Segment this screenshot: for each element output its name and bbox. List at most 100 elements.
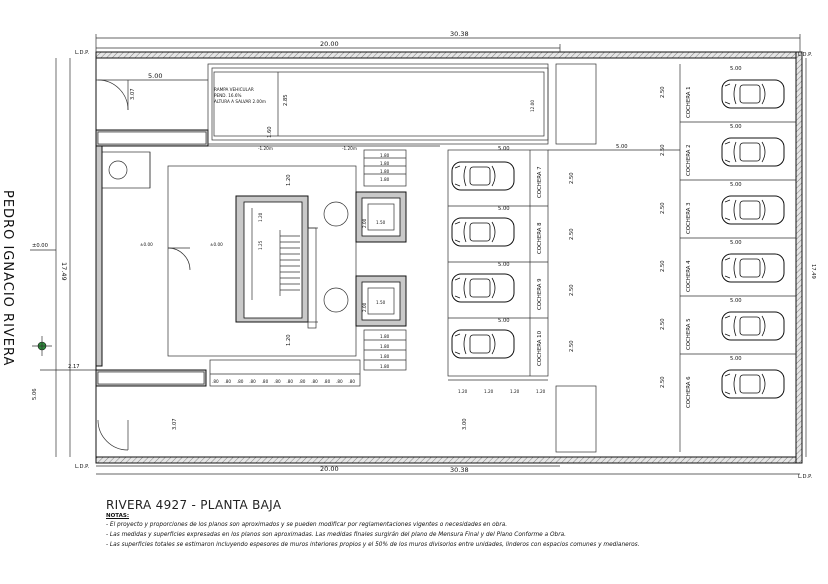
car-icon <box>721 79 785 109</box>
dim-bottom-d: 1.20 <box>536 389 546 394</box>
level-lobby: ±0.00 <box>210 242 223 247</box>
dim-300: 3.00 <box>462 418 468 430</box>
dim-inner-top: 20.00 <box>320 40 339 48</box>
car-icon <box>721 369 785 399</box>
dim-500-c3: 5.00 <box>498 262 510 268</box>
lot-boundary <box>69 51 803 464</box>
dim-500-entrance: 5.00 <box>148 72 162 80</box>
locker-8: 1.80 <box>380 364 390 369</box>
dim-elev-h1: 2.00 <box>362 218 367 228</box>
entrance-upper: 5.00 3.07 <box>95 72 209 189</box>
garage-label: COCHERA 7 <box>537 166 543 198</box>
locker-dim: .80 <box>311 379 318 384</box>
dim-depth-right: 17.49 <box>810 264 816 279</box>
dim-120-core-top: 1.20 <box>286 174 292 186</box>
locker-dim: .80 <box>286 379 293 384</box>
street-name: PEDRO IGNACIO RIVERA <box>0 190 15 366</box>
locker-dim: .80 <box>249 379 256 384</box>
ldp-bottom-right: L.D.P. <box>798 474 813 480</box>
dim-inner-bottom: 20.00 <box>320 465 339 473</box>
elevators: 1.50 1.50 2.00 2.00 <box>355 191 407 327</box>
notes-list: - El proyecto y proporciones de los plan… <box>106 520 806 550</box>
top-dimensions: 30.38 20.00 L.D.P. L.D.P. <box>75 30 813 58</box>
locker-dim: .80 <box>212 379 219 384</box>
dim-160-ramp: 1.60 <box>267 126 273 138</box>
note-line: - Las medidas y superficies expresadas e… <box>106 532 567 538</box>
car-icon <box>721 195 785 225</box>
ldp-top-right: L.D.P. <box>798 52 813 58</box>
locker-dim: .80 <box>299 379 306 384</box>
garage-label: COCHERA 10 <box>537 330 543 366</box>
storage-lockers: 1.80 1.80 1.80 1.80 1.80 1.80 1.80 1.80 <box>363 149 407 371</box>
dim-stair-2: 1.25 <box>258 240 263 250</box>
note-line: - El proyecto y proporciones de los plan… <box>106 522 508 528</box>
dim-total-top: 30.38 <box>450 30 469 38</box>
locker-dim: .80 <box>262 379 269 384</box>
dim-elev-h2: 2.00 <box>362 302 367 312</box>
dim-250-r1: 2.50 <box>660 86 666 98</box>
locker-dim: .80 <box>324 379 331 384</box>
dim-250-c2: 2.50 <box>569 228 575 240</box>
car-icon <box>451 217 515 247</box>
dim-500-c4: 5.00 <box>498 318 510 324</box>
dim-elev-2: 1.50 <box>376 300 386 305</box>
car-icon <box>721 137 785 167</box>
locker-3: 1.80 <box>380 169 390 174</box>
dim-500-c2: 5.00 <box>498 206 510 212</box>
locker-2: 1.80 <box>380 161 390 166</box>
ramp-label-1: RAMPA VEHICULAR <box>214 87 254 92</box>
left-side: 17.49 ±0.00 PEDRO IGNACIO RIVERA 2.17 5.… <box>0 58 96 457</box>
dim-500-c1: 5.00 <box>498 146 510 152</box>
notes-heading: NOTAS: <box>106 513 130 519</box>
garage-label: COCHERA 6 <box>686 376 692 408</box>
car-icon <box>451 273 515 303</box>
dim-250-c4: 2.50 <box>569 340 575 352</box>
car-icon <box>451 161 515 191</box>
dim-285: 2.85 <box>283 94 289 106</box>
dim-217: 2.17 <box>68 364 80 370</box>
vehicle-ramp: RAMPA VEHICULAR PEND. 16.6% ALTURA A SAL… <box>207 63 597 151</box>
dim-500-r6: 5.00 <box>730 356 742 362</box>
locker-dim: .80 <box>237 379 244 384</box>
locker-6: 1.80 <box>380 344 390 349</box>
dim-250-r4: 2.50 <box>660 260 666 272</box>
locker-4: 1.80 <box>380 177 390 182</box>
building-core: 1.20 1.25 ±0.00 ±0.00 1.20 1.20 <box>95 145 357 367</box>
dim-120-core-bottom: 1.20 <box>286 334 292 346</box>
locker-dim: .80 <box>336 379 343 384</box>
dim-500-r2: 5.00 <box>730 124 742 130</box>
drawing-title: RIVERA 4927 - PLANTA BAJA <box>106 498 282 512</box>
car-icon <box>721 311 785 341</box>
dim-250-c1: 2.50 <box>569 172 575 184</box>
car-icon <box>451 329 515 359</box>
dim-stair-1: 1.20 <box>258 212 263 222</box>
level-left: ±0.00 <box>32 243 48 249</box>
locker-1: 1.80 <box>380 153 390 158</box>
dim-depth-left: 17.49 <box>60 262 68 281</box>
ramp-length: 12.00 <box>530 100 535 112</box>
dim-bottom-c: 1.20 <box>510 389 520 394</box>
dim-total-bottom: 30.38 <box>450 466 469 474</box>
locker-5: 1.80 <box>380 334 390 339</box>
locker-dim: .80 <box>274 379 281 384</box>
note-line: - Las superficies totales se estimaron i… <box>106 542 640 548</box>
garage-label: COCHERA 9 <box>537 278 543 310</box>
dim-250-r3: 2.50 <box>660 202 666 214</box>
dim-307-top: 3.07 <box>130 88 136 100</box>
level-neg-1: -1.20m <box>258 146 273 151</box>
dim-500-r5: 5.00 <box>730 298 742 304</box>
bottom-dimensions: 20.00 30.38 L.D.P. L.D.P. <box>75 464 813 480</box>
dim-307-bottom: 3.07 <box>172 418 178 430</box>
ramp-label-3: ALTURA A SALVAR 2.00m <box>214 99 266 104</box>
garage-label: COCHERA 1 <box>686 86 692 118</box>
ldp-top-left: L.D.P. <box>75 50 90 56</box>
garage-label: COCHERA 3 <box>686 202 692 234</box>
dim-250-r2: 2.50 <box>660 144 666 156</box>
level-neg-2: -1.20m <box>342 146 357 151</box>
dim-250-c3: 2.50 <box>569 284 575 296</box>
locker-dim: .80 <box>348 379 355 384</box>
dim-500-r1: 5.00 <box>730 66 742 72</box>
